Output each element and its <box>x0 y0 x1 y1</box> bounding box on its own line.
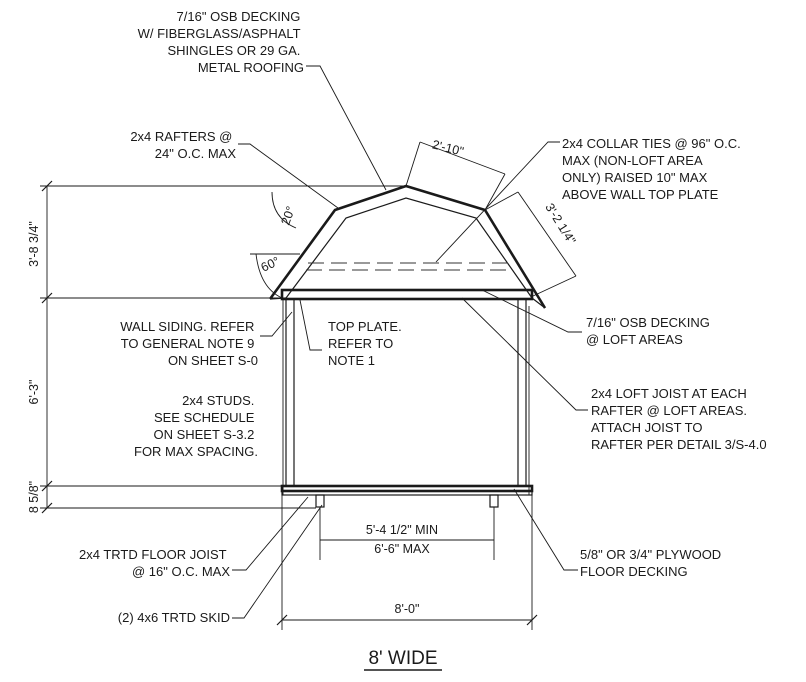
leader-floor-joist <box>232 496 309 571</box>
leader-skid <box>232 504 323 619</box>
dim-text-floor-height: 8 5/8" <box>27 481 41 513</box>
skid-right <box>489 494 499 508</box>
note-collar-ties: 2x4 COLLAR TIES @ 96" O.C. MAX (NON-LOFT… <box>562 136 744 202</box>
dim-ticks-left <box>41 180 53 514</box>
ext-slope-b <box>532 275 577 297</box>
note-roofing: 7/16" OSB DECKING W/ FIBERGLASS/ASPHALT … <box>138 9 304 75</box>
ext-top-flat-b <box>484 173 506 211</box>
dim-top-flat <box>419 141 506 175</box>
leader-top-plate <box>299 299 322 351</box>
dim-text-skid-max: 6'-6" MAX <box>374 542 430 556</box>
ext-slope-a <box>484 191 519 211</box>
dim-text-skid-min: 5'-4 1/2" MIN <box>366 523 438 537</box>
dim-text-upper-slope: 3'-2 1/4" <box>542 201 578 247</box>
dim-text-roof-height: 3'-8 3/4" <box>27 221 41 267</box>
note-floor-joist: 2x4 TRTD FLOOR JOIST @ 16" O.C. MAX <box>79 547 230 579</box>
note-floor-decking: 5/8" OR 3/4" PLYWOOD FLOOR DECKING <box>580 547 725 579</box>
leader-wall-siding <box>260 311 293 337</box>
note-rafters: 2x4 RAFTERS @ 24" O.C. MAX <box>130 129 236 161</box>
note-loft-decking: 7/16" OSB DECKING @ LOFT AREAS <box>586 315 713 347</box>
angle-arc-upper <box>271 191 297 229</box>
floor-joist <box>281 490 533 496</box>
angle-arc-lower <box>255 253 283 299</box>
leader-floor-decking <box>513 488 578 571</box>
leader-collar-ties <box>435 141 560 263</box>
dim-text-top-flat: 2'-10" <box>431 137 465 158</box>
dim-text-wall-height: 6'-3" <box>27 380 41 405</box>
note-top-plate: TOP PLATE. REFER TO NOTE 1 <box>328 319 405 368</box>
loft-joist <box>280 288 534 301</box>
note-studs: 2x4 STUDS. SEE SCHEDULE ON SHEET S-3.2 F… <box>134 393 258 459</box>
leader-roofing <box>306 65 387 191</box>
leader-rafters <box>238 143 339 209</box>
ext-top-flat-a <box>405 141 421 187</box>
note-wall-siding: WALL SIDING. REFER TO GENERAL NOTE 9 ON … <box>120 319 258 368</box>
note-skid: (2) 4x6 TRTD SKID <box>118 610 230 625</box>
drawing-title: 8' WIDE <box>368 648 437 669</box>
right-eave <box>531 297 546 309</box>
left-wall <box>285 298 295 487</box>
skid-left <box>315 494 325 508</box>
dim-upper-slope <box>517 191 577 277</box>
leader-loft-decking <box>481 289 582 333</box>
roof-inner-line <box>285 197 533 299</box>
note-loft-joist: 2x4 LOFT JOIST AT EACH RAFTER @ LOFT ARE… <box>591 386 767 452</box>
dim-text-overall-width: 8'-0" <box>395 602 420 616</box>
angle-text-lower: 60° <box>259 254 282 275</box>
dim-ticks-width <box>276 614 538 626</box>
leader-loft-joist <box>461 297 588 411</box>
angle-text-upper: 20° <box>278 204 298 227</box>
floor-decking <box>280 484 534 493</box>
right-wall <box>517 298 527 487</box>
